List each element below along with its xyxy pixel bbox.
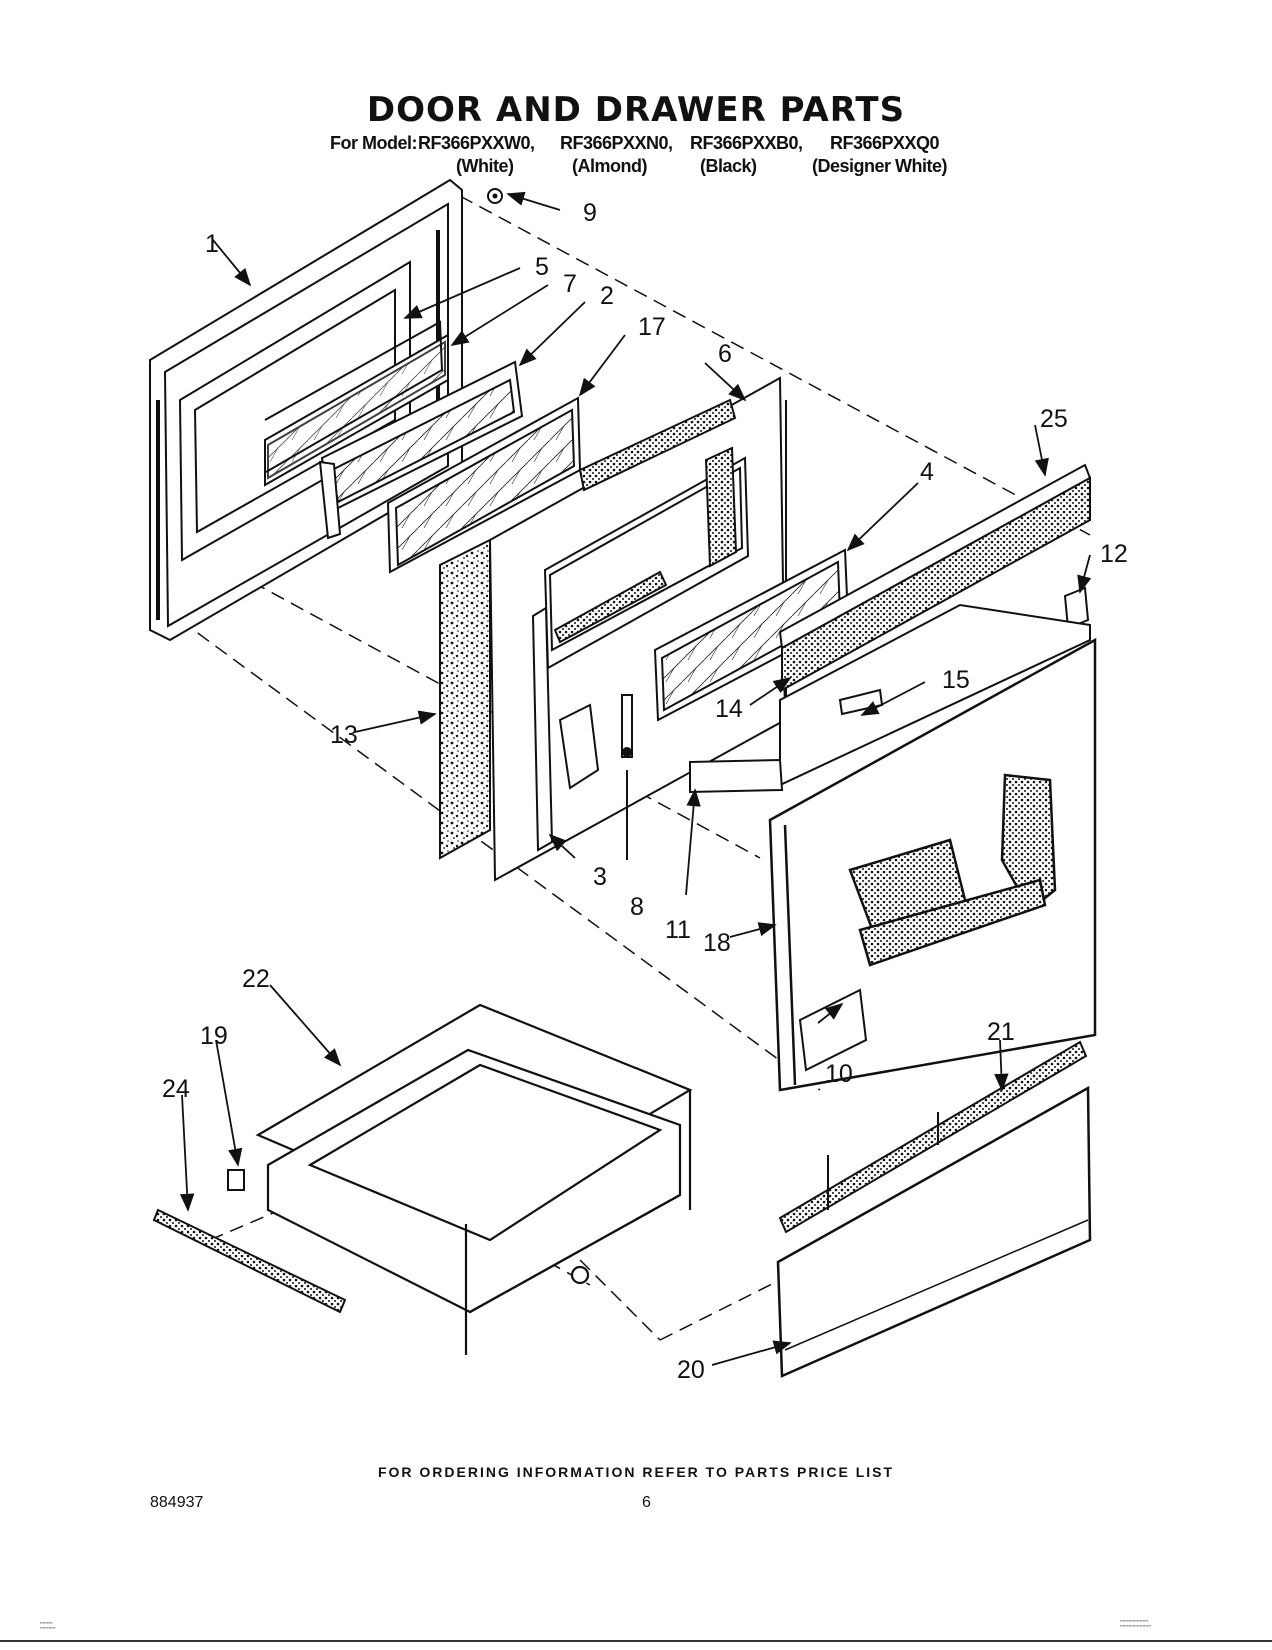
callout-18: 18 <box>703 929 731 957</box>
callout-14: 14 <box>715 695 743 723</box>
callout-24: 24 <box>162 1075 190 1103</box>
window-glass <box>386 396 582 574</box>
callout-5: 5 <box>535 253 549 281</box>
door-insulation <box>439 538 491 860</box>
door-top-trim <box>778 463 1092 692</box>
drawer-front-panel <box>776 1085 1092 1378</box>
model-number: RF366PXXW0, <box>418 133 535 153</box>
document-number: 884937 <box>150 1494 204 1511</box>
door-latch <box>798 988 868 1072</box>
callout-21: 21 <box>987 1018 1015 1046</box>
model-prefix: For Model: <box>330 133 418 153</box>
fine-print-right: ▪▪▪▪▪▪▪▪▪▪▪▪▪▪▪▪▪▪▪▪▪▪▪▪▪▪▪▪▪▪▪▪▪▪▪▪▪▪▪▪… <box>1120 1618 1152 1628</box>
screw-part <box>487 188 503 204</box>
callout-3: 3 <box>593 863 607 891</box>
door-hinge <box>621 694 633 860</box>
color-label: (Designer White) <box>812 156 948 176</box>
callout-8: 8 <box>630 893 644 921</box>
model-number: RF366PXXN0, <box>560 133 673 153</box>
callout-10: 10 <box>825 1060 853 1088</box>
bottom-rule <box>0 1640 1272 1642</box>
callout-13: 13 <box>330 721 358 749</box>
color-label: (Black) <box>700 156 757 176</box>
page-title: DOOR AND DRAWER PARTS <box>366 90 906 130</box>
drawer-box <box>255 1003 693 1355</box>
callout-19: 19 <box>200 1022 228 1050</box>
drawer-glide-clip <box>227 1169 245 1191</box>
window-pack <box>318 360 524 540</box>
callout-2: 2 <box>600 282 614 310</box>
callout-15: 15 <box>942 666 970 694</box>
drawer-rail <box>152 1208 347 1314</box>
callout-6: 6 <box>718 340 732 368</box>
callout-17: 17 <box>638 313 666 341</box>
callout-labels: 1 2 3 4 5 6 7 8 9 10 11 12 13 14 15 17 1… <box>162 199 1128 1384</box>
callout-7: 7 <box>563 270 577 298</box>
door-spacer <box>689 758 784 794</box>
callout-1: 1 <box>205 230 219 258</box>
fine-print-left: ▪▪▪▪▪▪▪▪▪▪▪▪▪▪▪▪▪▪▪▪ <box>40 1620 56 1630</box>
callout-22: 22 <box>242 965 270 993</box>
callout-25: 25 <box>1040 405 1068 433</box>
outer-door-front <box>768 637 1097 1092</box>
color-label: (White) <box>456 156 514 176</box>
inner-door-panel <box>488 376 787 882</box>
model-number: RF366PXXQ0 <box>830 133 940 153</box>
page-number: 6 <box>642 1494 651 1511</box>
model-number: RF366PXXB0, <box>690 133 803 153</box>
ordering-note: FOR ORDERING INFORMATION REFER TO PARTS … <box>377 1464 895 1480</box>
callout-11: 11 <box>665 916 691 944</box>
callout-leaders <box>179 191 1092 1366</box>
callout-4: 4 <box>920 458 934 486</box>
callout-20: 20 <box>677 1356 705 1384</box>
callout-12: 12 <box>1100 540 1128 568</box>
drawer-trim <box>778 1040 1088 1234</box>
inner-glass-panel <box>264 320 449 487</box>
outer-door-frame <box>149 178 463 642</box>
color-label: (Almond) <box>572 156 647 176</box>
deflector-part <box>558 703 600 790</box>
callout-9: 9 <box>583 199 597 227</box>
